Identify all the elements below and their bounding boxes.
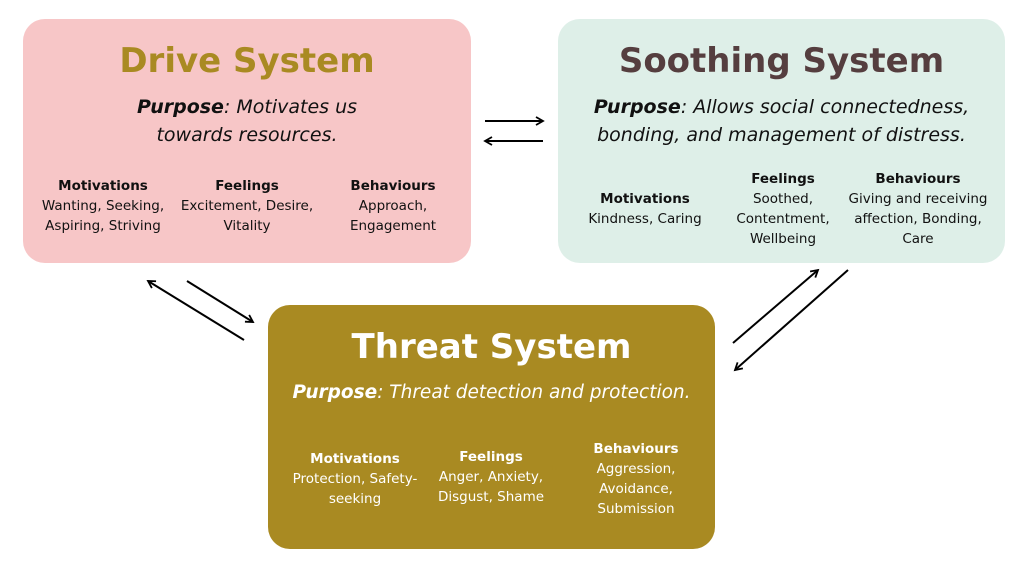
threat-behaviours-line: Submission	[597, 501, 675, 517]
threat-feelings: Feelings Anger, Anxiety, Disgust, Shame	[426, 447, 556, 507]
threat-behaviours-heading: Behaviours	[593, 441, 679, 457]
soothing-behaviours-line: affection, Bonding,	[854, 211, 982, 227]
arrow-threat-to-drive	[146, 280, 245, 341]
soothing-feelings: Feelings Soothed, Contentment, Wellbeing	[718, 169, 848, 249]
threat-feelings-line: Disgust, Shame	[437, 489, 545, 505]
drive-behaviours: Behaviours Approach, Engagement	[317, 176, 469, 236]
threat-system-purpose: Purpose: Threat detection and protection…	[268, 379, 715, 407]
threat-motivations-line: seeking	[328, 491, 382, 507]
soothing-feelings-line: Contentment,	[736, 211, 830, 227]
drive-feelings-line: Excitement, Desire,	[180, 198, 314, 214]
soothing-feelings-line: Wellbeing	[749, 231, 817, 247]
soothing-system-purpose: Purpose: Allows social connectedness, bo…	[558, 93, 1005, 149]
soothing-behaviours: Behaviours Giving and receiving affectio…	[840, 169, 996, 249]
soothing-motivations-line: Kindness, Caring	[588, 211, 702, 227]
arrow-drive-to-threat	[186, 280, 255, 323]
drive-purpose-line1: : Motivates us	[223, 96, 358, 118]
drive-motivations-heading: Motivations	[58, 178, 148, 194]
threat-system-title: Threat System	[351, 327, 632, 367]
drive-purpose-line2: towards resources.	[156, 124, 338, 146]
threat-purpose-line1: : Threat detection and protection.	[377, 382, 691, 403]
soothing-behaviours-line: Giving and receiving	[848, 191, 988, 207]
soothing-purpose-line2: bonding, and management of distress.	[597, 124, 966, 146]
drive-behaviours-heading: Behaviours	[350, 178, 436, 194]
drive-system-title: Drive System	[119, 41, 375, 81]
drive-system-purpose: Purpose: Motivates us towards resources.	[23, 93, 471, 149]
arrow-threat-to-soothing	[732, 268, 820, 344]
drive-system-box: Drive System Purpose: Motivates us towar…	[23, 19, 471, 263]
drive-behaviours-line: Engagement	[349, 218, 437, 234]
threat-purpose-label: Purpose	[292, 382, 378, 403]
soothing-feelings-heading: Feelings	[751, 171, 815, 187]
threat-system-box: Threat System Purpose: Threat detection …	[268, 305, 715, 549]
threat-motivations: Motivations Protection, Safety- seeking	[282, 449, 428, 509]
threat-behaviours: Behaviours Aggression, Avoidance, Submis…	[566, 439, 706, 519]
drive-motivations-line: Aspiring, Striving	[45, 218, 161, 234]
drive-feelings-heading: Feelings	[215, 178, 279, 194]
soothing-purpose-label: Purpose	[593, 96, 681, 118]
drive-feelings-line: Vitality	[223, 218, 271, 234]
drive-purpose-label: Purpose	[136, 96, 224, 118]
threat-motivations-heading: Motivations	[310, 451, 400, 467]
threat-feelings-heading: Feelings	[459, 449, 523, 465]
soothing-motivations-heading: Motivations	[600, 191, 690, 207]
soothing-purpose-line1: : Allows social connectedness,	[680, 96, 970, 118]
soothing-feelings-line: Soothed,	[752, 191, 814, 207]
drive-feelings: Feelings Excitement, Desire, Vitality	[171, 176, 323, 236]
threat-behaviours-line: Aggression,	[596, 461, 676, 477]
drive-motivations-line: Wanting, Seeking,	[41, 198, 165, 214]
soothing-behaviours-line: Care	[902, 231, 934, 247]
arrow-soothing-to-threat	[733, 269, 849, 372]
soothing-system-title: Soothing System	[618, 41, 945, 81]
soothing-behaviours-heading: Behaviours	[875, 171, 961, 187]
soothing-system-box: Soothing System Purpose: Allows social c…	[558, 19, 1005, 263]
drive-behaviours-line: Approach,	[358, 198, 428, 214]
drive-motivations: Motivations Wanting, Seeking, Aspiring, …	[27, 176, 179, 236]
threat-motivations-line: Protection, Safety-	[292, 471, 418, 487]
threat-behaviours-line: Avoidance,	[599, 481, 673, 497]
threat-feelings-line: Anger, Anxiety,	[438, 469, 544, 485]
soothing-motivations: Motivations Kindness, Caring	[570, 189, 720, 229]
